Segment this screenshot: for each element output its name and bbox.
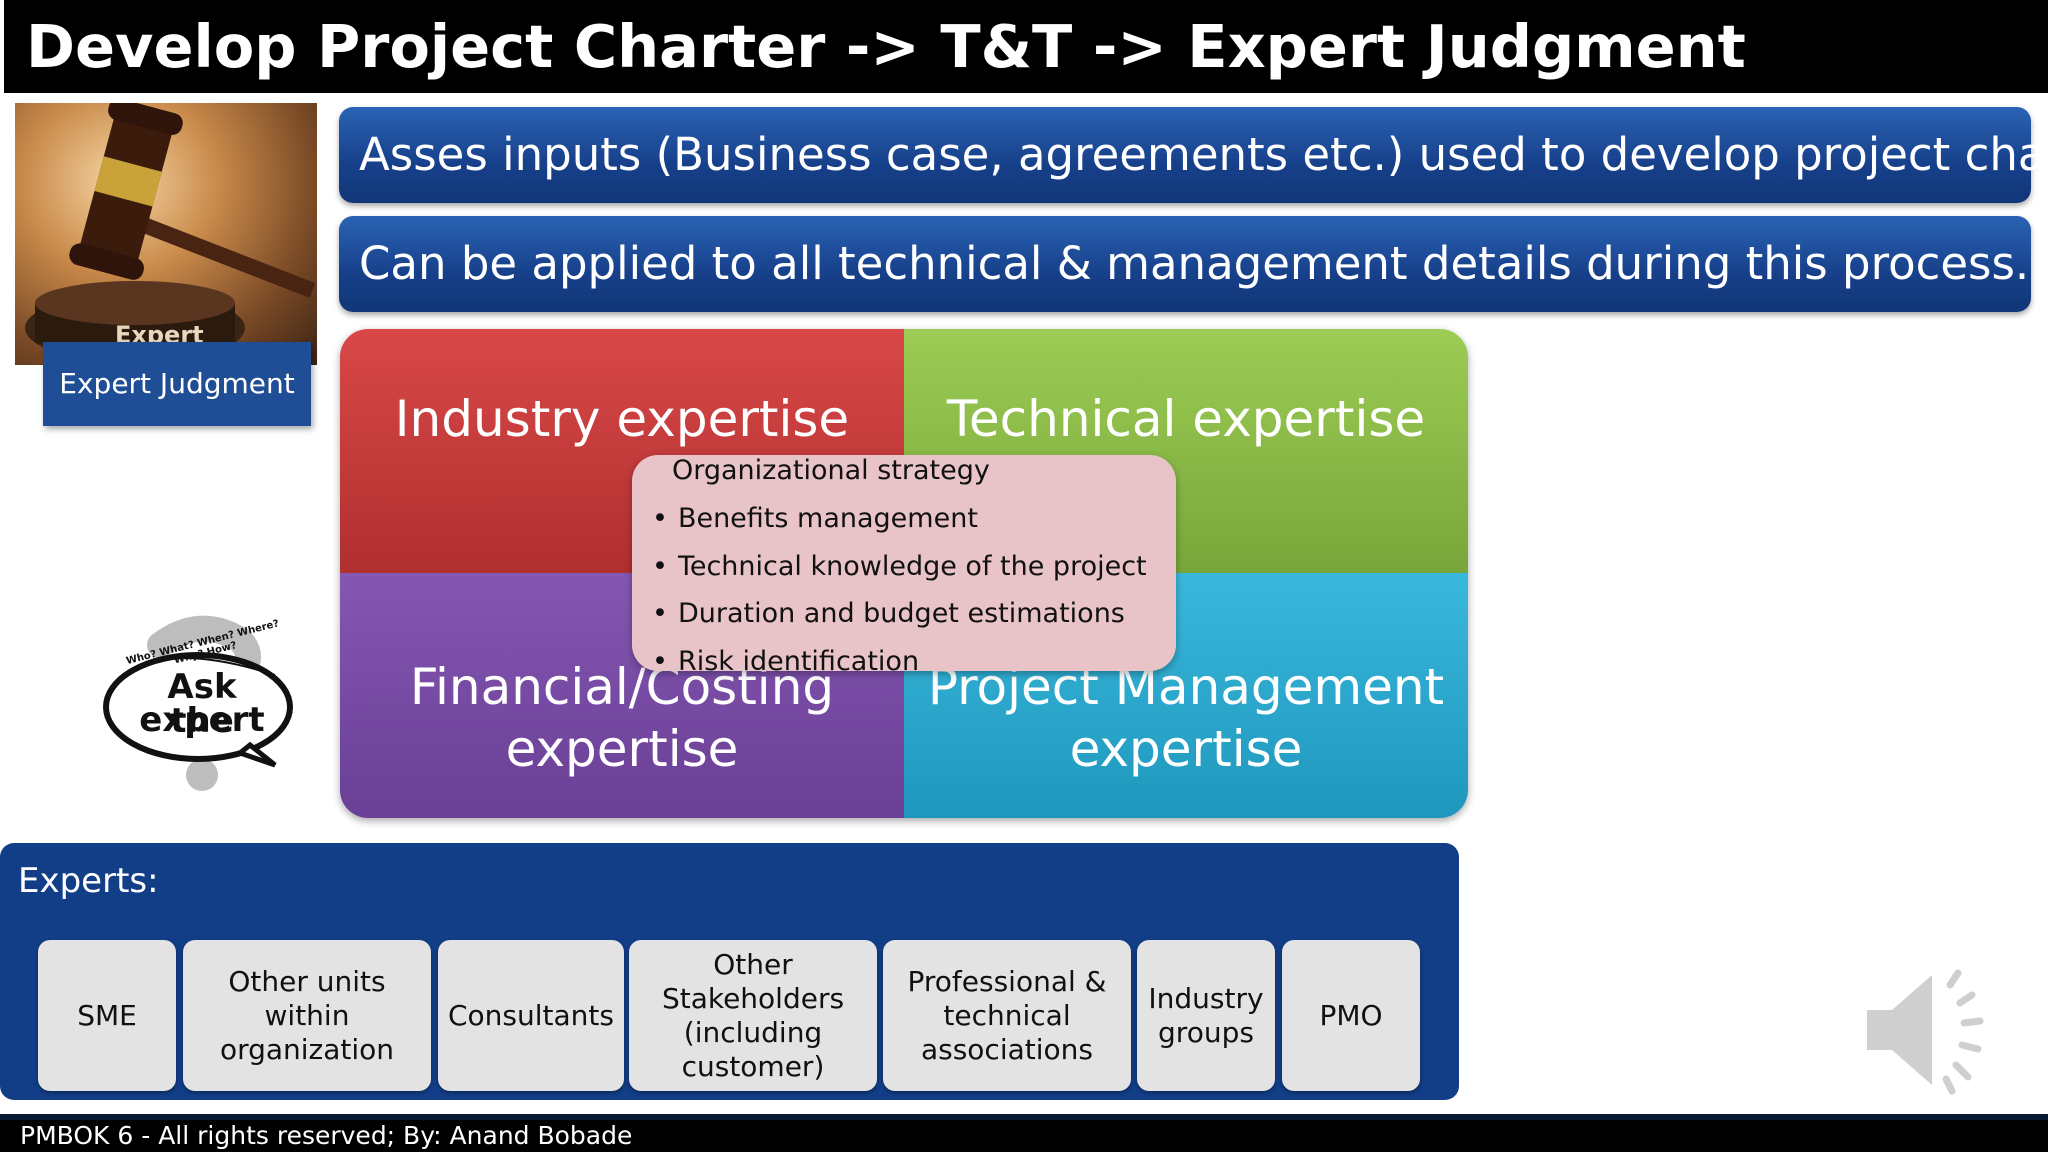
tile-line: customer) <box>681 1049 825 1083</box>
center-first-item: Organizational strategy <box>672 455 990 486</box>
pm-label-line2: expertise <box>1069 720 1303 778</box>
center-topics-box: Organizational strategy Benefits managem… <box>632 455 1176 677</box>
center-topics-list: Benefits management Technical knowledge … <box>652 495 1147 685</box>
tile-line: Professional & <box>907 964 1107 998</box>
ask-the-expert-graphic: Ask the expert Who? What? When? Where? W… <box>90 615 310 795</box>
ask-the-expert-line1: Ask the <box>167 667 237 741</box>
expert-judgment-label: Expert Judgment <box>43 342 311 426</box>
ask-the-expert-line2: expert <box>139 700 265 740</box>
tile-line: associations <box>920 1032 1093 1066</box>
tile-line: Industry <box>1148 981 1264 1015</box>
tile-line: PMO <box>1319 998 1383 1032</box>
gavel-image: Expert <box>15 103 317 365</box>
title-bar: Develop Project Charter -> T&T -> Expert… <box>0 0 2048 93</box>
tile-line: (including <box>683 1015 823 1049</box>
expert-tile-sme: SME <box>38 940 176 1091</box>
experts-panel: Experts: SME Other units within organiza… <box>0 843 1459 1100</box>
tile-line: SME <box>77 998 137 1032</box>
speaker-icon[interactable] <box>1862 965 2002 1095</box>
list-item: Risk identification <box>652 638 1147 686</box>
list-item: Duration and budget estimations <box>652 590 1147 638</box>
question-mark-icon <box>103 615 293 791</box>
list-item: Technical knowledge of the project <box>652 543 1147 591</box>
list-item: Benefits management <box>652 495 1147 543</box>
banner-applied-to-details: Can be applied to all technical & manage… <box>339 216 2031 312</box>
expert-tile-consultants: Consultants <box>438 940 624 1091</box>
tile-line: Consultants <box>448 998 614 1032</box>
expert-tile-pmo: PMO <box>1282 940 1420 1091</box>
expert-tile-professional-associations: Professional & technical associations <box>883 940 1131 1091</box>
tile-line: Other units <box>228 964 386 998</box>
tile-line: Stakeholders <box>661 981 845 1015</box>
technical-expertise-label: Technical expertise <box>946 390 1426 448</box>
expert-tile-other-stakeholders: Other Stakeholders (including customer) <box>629 940 877 1091</box>
footer: PMBOK 6 - All rights reserved; By: Anand… <box>0 1120 2048 1152</box>
project-management-expertise-quadrant: Project Management expertise <box>904 573 1468 818</box>
experts-title: Experts: <box>18 861 159 901</box>
tile-line: technical <box>943 998 1071 1032</box>
financial-label-line2: expertise <box>505 720 739 778</box>
expert-tile-other-units: Other units within organization <box>183 940 431 1091</box>
footer-text: PMBOK 6 - All rights reserved; By: Anand… <box>20 1121 633 1150</box>
tile-line: organization <box>219 1032 395 1066</box>
slide-title: Develop Project Charter -> T&T -> Expert… <box>26 12 1746 81</box>
banner-assess-inputs: Asses inputs (Business case, agreements … <box>339 107 2048 203</box>
tile-line: groups <box>1158 1015 1254 1049</box>
footer-divider <box>0 1114 2048 1120</box>
industry-expertise-label: Industry expertise <box>394 390 850 448</box>
tile-line: within <box>264 998 350 1032</box>
tile-line: Other <box>713 947 793 981</box>
expert-tile-industry-groups: Industry groups <box>1137 940 1275 1091</box>
